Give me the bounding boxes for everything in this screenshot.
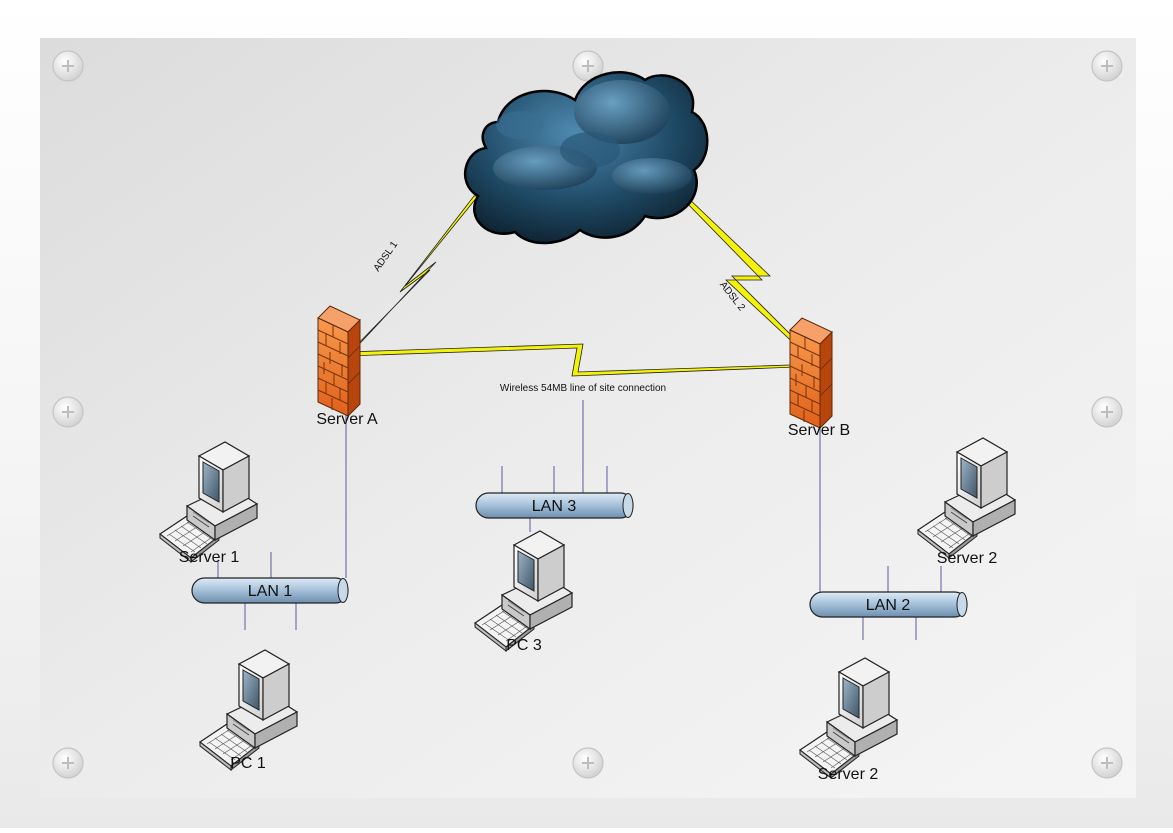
label-wireless-link: Wireless 54MB line of site connection — [500, 383, 666, 394]
screw-icon — [52, 747, 84, 779]
label-server-2-upper: Server 2 — [937, 550, 998, 567]
cloud-icon — [464, 71, 709, 245]
firewall-icon — [317, 305, 361, 417]
screw-icon — [572, 747, 604, 779]
label-server-a: Server A — [316, 411, 378, 428]
screw-icon — [1091, 396, 1123, 428]
lan-pipe-1 — [191, 577, 349, 604]
label-pc-3: PC 3 — [506, 637, 542, 654]
screw-icon — [52, 396, 84, 428]
label-server-2-lower: Server 2 — [818, 766, 879, 783]
label-lan-1: LAN 1 — [248, 583, 293, 600]
lan-pipe-3 — [475, 492, 634, 519]
label-pc-1: PC 1 — [230, 755, 266, 772]
label-lan-2: LAN 2 — [866, 597, 911, 614]
label-server-1: Server 1 — [179, 549, 240, 566]
screw-icon — [1091, 50, 1123, 82]
screw-icon — [52, 50, 84, 82]
label-server-b: Server B — [788, 422, 850, 439]
lan-pipe-2 — [809, 591, 968, 618]
label-lan-3: LAN 3 — [532, 498, 577, 515]
screw-icon — [1091, 747, 1123, 779]
firewall-icon — [789, 317, 833, 429]
